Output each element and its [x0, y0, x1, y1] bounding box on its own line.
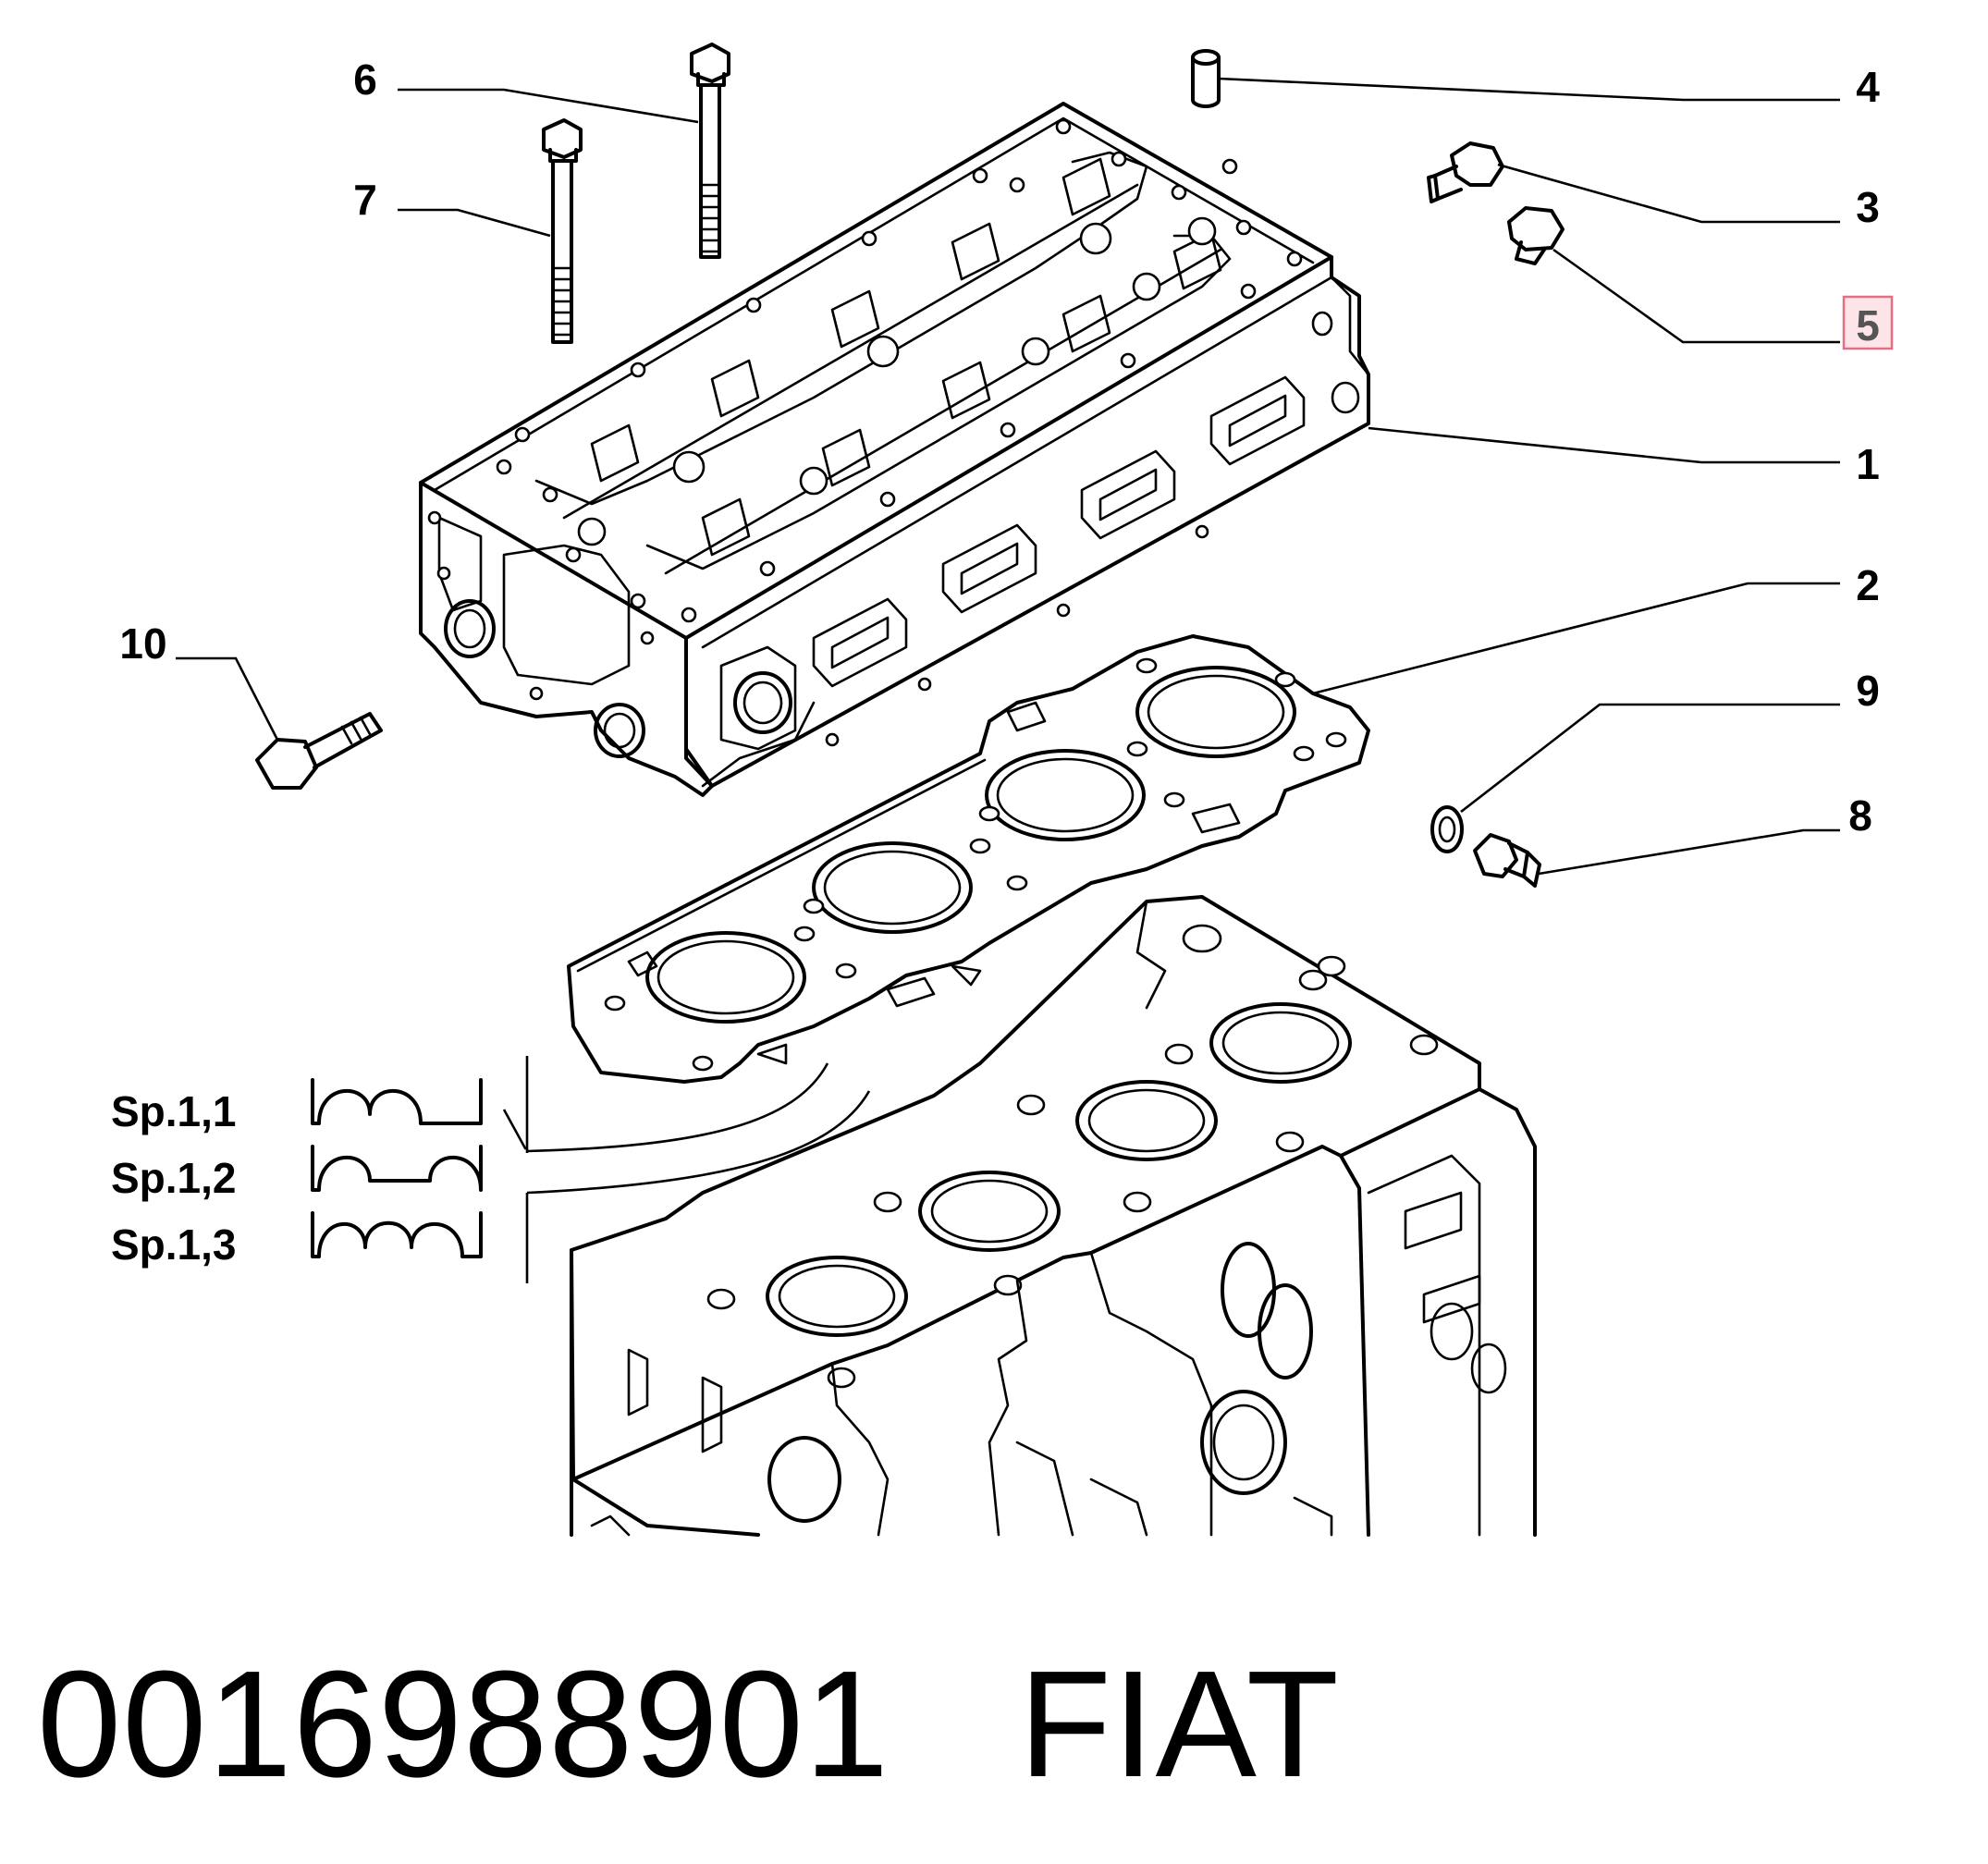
callout-1: 1 [1856, 440, 1880, 488]
callout-10: 10 [119, 619, 166, 668]
legend-label-sp11: Sp.1,1 [111, 1087, 237, 1135]
head-bolt-short [542, 118, 583, 344]
washer [1430, 805, 1464, 853]
callout-6: 6 [353, 55, 377, 104]
legend-profile-sp13 [311, 1211, 483, 1258]
drain-plug [1473, 833, 1541, 888]
legend-profile-sp11 [311, 1078, 483, 1125]
gasket-thickness-legend: Sp.1,1 Sp.1,2 Sp.1,3 [111, 1078, 483, 1269]
callout-2: 2 [1856, 561, 1880, 609]
brand-name: FIAT [1018, 1639, 1340, 1809]
leader-lines [176, 77, 1840, 1283]
side-bolt [255, 712, 383, 790]
callout-5: 5 [1856, 301, 1880, 350]
plug-screw [1427, 141, 1504, 203]
cylinder-head [419, 102, 1370, 797]
callout-labels: 1 2 3 4 5 6 7 8 9 10 [119, 55, 1894, 840]
legend-profile-sp12 [311, 1145, 483, 1192]
callout-4: 4 [1856, 63, 1880, 111]
head-gasket [567, 634, 1370, 1084]
callout-8: 8 [1848, 791, 1872, 840]
part-number-caption: 0016988901 FIAT [37, 1637, 1960, 1812]
dowel-pin [1191, 49, 1221, 108]
legend-label-sp12: Sp.1,2 [111, 1154, 237, 1202]
engine-block [570, 895, 1537, 1537]
callout-7: 7 [353, 176, 377, 224]
head-bolt-long [690, 43, 730, 259]
callout-5-highlight [1842, 295, 1894, 350]
callout-3: 3 [1856, 183, 1880, 231]
plug [1507, 206, 1565, 265]
legend-label-sp13: Sp.1,3 [111, 1220, 237, 1269]
part-number: 0016988901 [37, 1639, 890, 1809]
callout-9: 9 [1856, 667, 1880, 715]
